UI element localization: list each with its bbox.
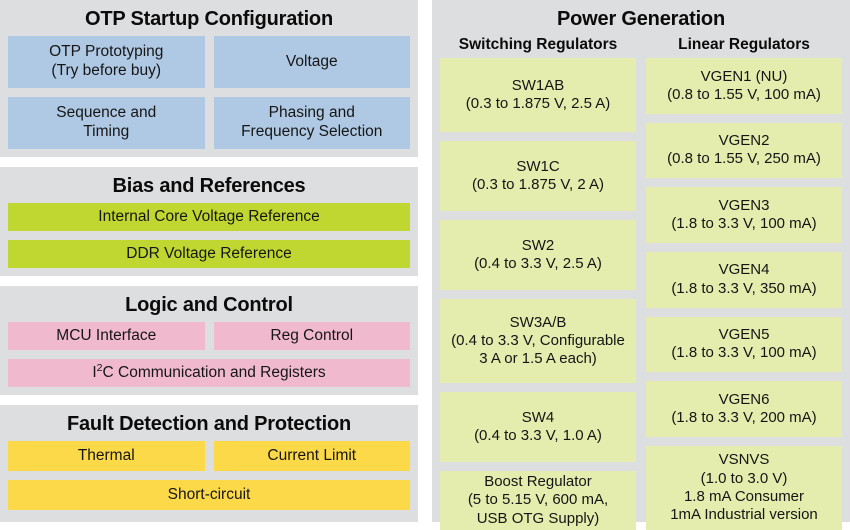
regulator-spec: (1.0 to 3.0 V): [700, 469, 788, 487]
block-ddr-voltage-reference[interactable]: DDR Voltage Reference: [8, 240, 410, 268]
panel-title: OTP Startup Configuration: [85, 8, 333, 30]
otp-block-row: Sequence and Timing Phasing and Frequenc…: [8, 97, 410, 149]
regulator-spec: (0.4 to 3.3 V, 2.5 A): [474, 255, 602, 272]
column-headings: Switching Regulators Linear Regulators: [440, 36, 842, 58]
regulator-name: VGEN2: [718, 132, 770, 150]
panel-logic-and-control: Logic and Control MCU Interface Reg Cont…: [0, 286, 418, 395]
regulator-spec: (0.3 to 1.875 V, 2.5 A): [465, 95, 611, 112]
regulator-sw1c[interactable]: SW1C (0.3 to 1.875 V, 2 A): [440, 141, 636, 211]
block-i2c-communication-and-registers[interactable]: I2C Communication and Registers: [8, 359, 410, 387]
heading-linear-regulators: Linear Regulators: [678, 36, 810, 53]
regulator-spec: (0.4 to 3.3 V, 1.0 A): [474, 427, 602, 444]
panel-title: Fault Detection and Protection: [66, 413, 352, 435]
regulator-sw4[interactable]: SW4 (0.4 to 3.3 V, 1.0 A): [440, 392, 636, 462]
block-short-circuit[interactable]: Short-circuit: [8, 480, 410, 510]
regulator-vgen4[interactable]: VGEN4 (1.8 to 3.3 V, 350 mA): [646, 251, 842, 308]
regulator-vsnvs[interactable]: VSNVS (1.0 to 3.0 V) 1.8 mA Consumer 1mA…: [646, 445, 842, 530]
block-thermal[interactable]: Thermal: [8, 441, 205, 471]
regulator-spec-line2: 1.8 mA Consumer: [683, 487, 805, 505]
regulator-spec: (1.8 to 3.3 V, 100 mA): [671, 215, 817, 233]
regulator-spec: (0.8 to 1.55 V, 250 mA): [667, 150, 821, 168]
block-sequence-and-timing[interactable]: Sequence and Timing: [8, 97, 205, 149]
regulator-name: VGEN1 (NU): [700, 67, 788, 85]
regulator-vgen5[interactable]: VGEN5 (1.8 to 3.3 V, 100 mA): [646, 316, 842, 373]
block-reg-control[interactable]: Reg Control: [213, 322, 410, 350]
regulator-sw2[interactable]: SW2 (0.4 to 3.3 V, 2.5 A): [440, 220, 636, 290]
regulator-spec-line3: 1mA Industrial version: [670, 506, 818, 524]
regulator-name: VGEN6: [718, 390, 770, 408]
block-otp-prototyping[interactable]: OTP Prototyping (Try before buy): [8, 36, 205, 88]
regulator-vgen1[interactable]: VGEN1 (NU) (0.8 to 1.55 V, 100 mA): [646, 58, 842, 114]
fault-block-row: Thermal Current Limit: [8, 441, 410, 471]
regulator-spec-line2: USB OTG Supply): [476, 509, 600, 527]
regulator-name: VGEN3: [718, 196, 770, 214]
block-label: Voltage: [285, 52, 338, 70]
regulator-name: VGEN5: [718, 326, 770, 344]
block-current-limit[interactable]: Current Limit: [213, 441, 410, 471]
otp-block-row: OTP Prototyping (Try before buy) Voltage: [8, 36, 410, 88]
regulator-name: SW1AB: [511, 76, 565, 94]
regulator-boost[interactable]: Boost Regulator (5 to 5.15 V, 600 mA, US…: [440, 471, 636, 530]
regulator-spec: (1.8 to 3.3 V, 100 mA): [671, 344, 817, 362]
regulator-spec: (5 to 5.15 V, 600 mA,: [467, 491, 609, 509]
block-label: OTP Prototyping (Try before buy): [49, 43, 164, 79]
block-voltage[interactable]: Voltage: [213, 36, 410, 88]
regulator-name: SW2: [521, 236, 555, 254]
regulator-name: VGEN4: [718, 261, 770, 279]
regulator-spec: (0.3 to 1.875 V, 2 A): [471, 176, 605, 193]
regulator-sw3ab[interactable]: SW3A/B (0.4 to 3.3 V, Configurable 3 A o…: [440, 299, 636, 383]
panel-title: Power Generation: [557, 8, 725, 30]
block-label: Sequence and Timing: [56, 104, 157, 140]
block-internal-core-voltage-reference[interactable]: Internal Core Voltage Reference: [8, 203, 410, 231]
regulator-name: SW1C: [516, 157, 560, 175]
regulator-spec: (1.8 to 3.3 V, 350 mA): [671, 279, 817, 297]
logic-block-row: MCU Interface Reg Control: [8, 322, 410, 350]
regulator-spec: (0.4 to 3.3 V, Configurable: [451, 331, 625, 349]
block-phasing-and-frequency-selection[interactable]: Phasing and Frequency Selection: [213, 97, 410, 149]
regulator-columns: SW1AB (0.3 to 1.875 V, 2.5 A) SW1C (0.3 …: [440, 58, 842, 530]
regulator-name: Boost Regulator: [484, 473, 592, 490]
block-label: Phasing and Frequency Selection: [241, 104, 383, 140]
column-linear-regulators: VGEN1 (NU) (0.8 to 1.55 V, 100 mA) VGEN2…: [646, 58, 842, 530]
regulator-name: SW3A/B: [509, 313, 567, 331]
regulator-spec-line2: 3 A or 1.5 A each): [479, 350, 597, 368]
panel-fault-detection-and-protection: Fault Detection and Protection Thermal C…: [0, 405, 418, 522]
panel-title: Bias and References: [112, 175, 306, 197]
regulator-spec: (1.8 to 3.3 V, 200 mA): [671, 409, 817, 427]
regulator-sw1ab[interactable]: SW1AB (0.3 to 1.875 V, 2.5 A): [440, 58, 636, 132]
regulator-vgen6[interactable]: VGEN6 (1.8 to 3.3 V, 200 mA): [646, 381, 842, 437]
superscript-two: 2: [96, 361, 103, 374]
regulator-vgen2[interactable]: VGEN2 (0.8 to 1.55 V, 250 mA): [646, 122, 842, 179]
column-switching-regulators: SW1AB (0.3 to 1.875 V, 2.5 A) SW1C (0.3 …: [440, 58, 636, 530]
panel-power-generation: Power Generation Switching Regulators Li…: [432, 0, 850, 530]
panel-title: Logic and Control: [125, 294, 293, 316]
block-label: I2C Communication and Registers: [92, 361, 326, 381]
regulator-name: SW4: [521, 408, 555, 426]
panel-bias-and-references: Bias and References Internal Core Voltag…: [0, 167, 418, 276]
regulator-vgen3[interactable]: VGEN3 (1.8 to 3.3 V, 100 mA): [646, 187, 842, 243]
left-column: OTP Startup Configuration OTP Prototypin…: [0, 0, 418, 522]
panel-otp-startup-configuration: OTP Startup Configuration OTP Prototypin…: [0, 0, 418, 157]
regulator-name: VSNVS: [718, 451, 770, 469]
heading-switching-regulators: Switching Regulators: [458, 36, 618, 53]
block-mcu-interface[interactable]: MCU Interface: [8, 322, 205, 350]
regulator-spec: (0.8 to 1.55 V, 100 mA): [667, 85, 821, 103]
